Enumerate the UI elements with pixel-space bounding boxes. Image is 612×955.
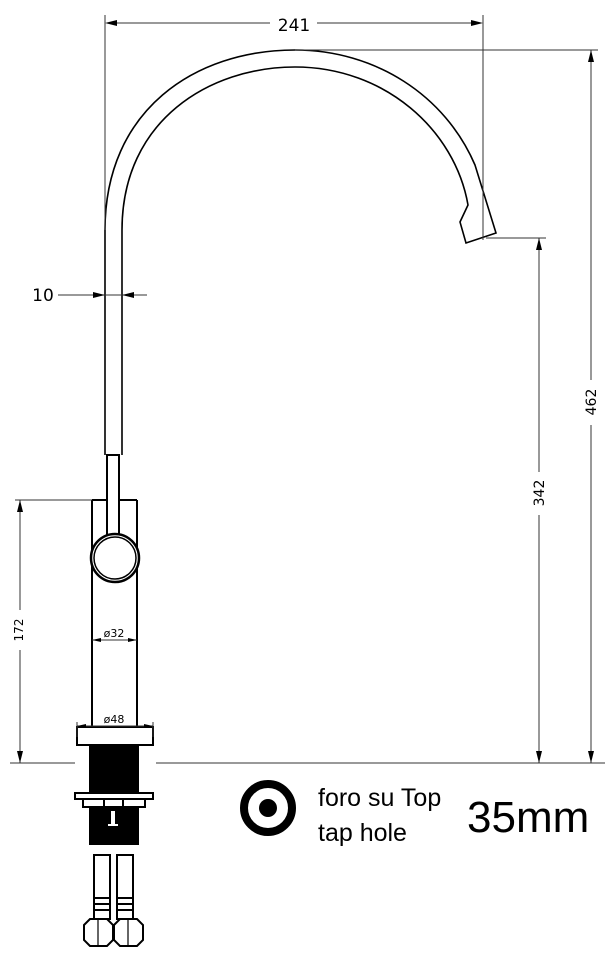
tap-hole-icon (240, 780, 296, 836)
tap-hole-label-italian: foro su Top (318, 784, 441, 812)
tap-hole-size: 35mm (467, 793, 589, 842)
dimension-base-diameter-label: ø48 (104, 713, 125, 726)
dimension-tube (58, 292, 147, 298)
spout (104, 49, 497, 455)
dimension-width-label: 241 (278, 16, 310, 36)
dimension-total-height-label: 462 (584, 389, 600, 416)
dimension-body-height (15, 499, 92, 763)
dimension-total-height (295, 49, 598, 763)
lever-knob (89, 532, 141, 584)
base-plate (76, 726, 154, 746)
dimension-base-diameter (76, 722, 154, 737)
dimension-spout-height (486, 237, 546, 763)
dimension-spout-height-label: 342 (532, 480, 548, 507)
dimension-width (104, 15, 484, 240)
dimension-body-height-label: 172 (12, 619, 26, 642)
tap-hole-label-english: tap hole (318, 819, 407, 847)
lever-handle (106, 454, 120, 536)
dimension-body-diameter (92, 638, 137, 642)
threaded-shank (74, 745, 154, 845)
supply-hoses (83, 854, 144, 947)
tap-body (91, 499, 138, 727)
dimension-tube-label: 10 (32, 286, 54, 306)
dimension-body-diameter-label: ø32 (104, 627, 125, 640)
